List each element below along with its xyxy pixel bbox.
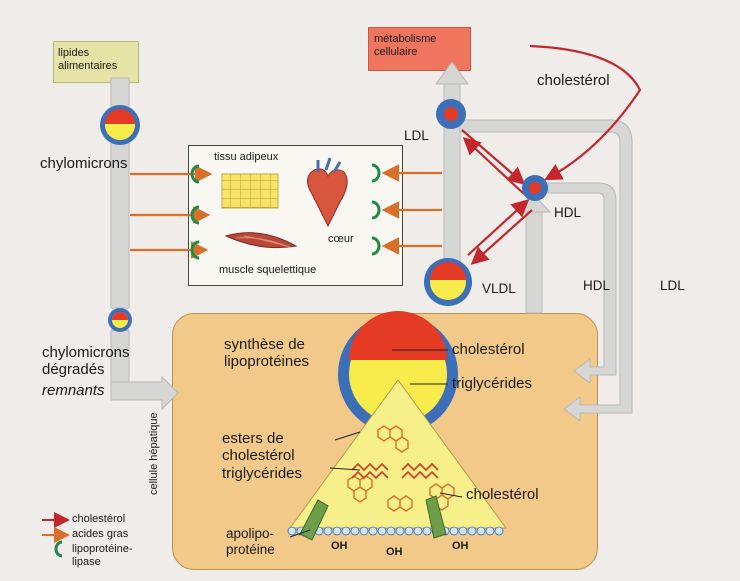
fatty-acid-arrows-right (381, 164, 442, 255)
membrane-bead (359, 526, 369, 536)
membrane-bead (287, 526, 297, 536)
membrane-bead (395, 526, 405, 536)
liver-cell-label: cellule hépatique (148, 412, 160, 495)
membrane-bead (341, 526, 351, 536)
legend-icons (42, 512, 70, 558)
legend-lipase: lipoprotéine- lipase (72, 543, 133, 568)
esters-label: esters de cholestérol triglycérides (222, 430, 303, 482)
membrane-bead (377, 526, 387, 536)
oh-label-1: OH (331, 540, 348, 552)
oh-label-3: OH (452, 540, 469, 552)
membrane-bead (458, 526, 468, 536)
skeletal-muscle-label: muscle squelettique (219, 264, 317, 276)
triglycerides-liver-label: triglycérides (452, 375, 533, 392)
cellular-metabolism-label: métabolisme cellulaire (374, 33, 437, 58)
membrane-bead (467, 526, 477, 536)
hdl-path-label: HDL (583, 278, 611, 293)
chylomicron-particle-top (100, 105, 140, 145)
ldl-path-label: LDL (660, 278, 685, 293)
chylomicrons-label: chylomicrons (40, 155, 128, 172)
dietary-lipids-box (53, 41, 139, 83)
membrane-bead (323, 526, 333, 536)
cholesterol-top-label: cholestérol (537, 72, 610, 89)
apolipoprotein-label: apolipo- protéine (226, 526, 275, 557)
oh-label-2: OH (386, 546, 403, 558)
membrane-bead (332, 526, 342, 536)
membrane-bead (404, 526, 414, 536)
dietary-lipids-label: lipides alimentaires (58, 47, 118, 72)
muscle-icon (224, 232, 298, 249)
cholesterol-arrows (461, 44, 642, 265)
heart-label: cœur (328, 233, 354, 245)
lipoprotein-synthesis-label: synthèse de lipoprotéines (224, 336, 310, 371)
cellular-metabolism-box (368, 27, 471, 71)
heart-icon (307, 157, 348, 228)
vldl-particle (424, 258, 472, 306)
membrane-bead (449, 526, 459, 536)
membrane-bead (494, 526, 504, 536)
fatty-acid-arrows-left (130, 165, 213, 259)
legend-fatty-acids: acides gras (72, 528, 129, 540)
adipose-tissue-label: tissu adipeux (214, 151, 279, 163)
membrane-bead (485, 526, 495, 536)
membrane-bead (350, 526, 360, 536)
membrane-bead (368, 526, 378, 536)
triglyceride-molecules (351, 462, 439, 480)
remnants-label: remnants (42, 382, 105, 399)
cholesterol-liver-label: cholestérol (452, 341, 525, 358)
membrane-bead (413, 526, 423, 536)
ldl-particle (436, 99, 466, 129)
pointer-lines (289, 349, 463, 538)
synthesized-lipoprotein (338, 311, 458, 434)
ldl-label: LDL (404, 128, 429, 143)
hdl-particle (522, 175, 548, 201)
membrane-bead (476, 526, 486, 536)
apolipoprotein-icons (299, 495, 447, 541)
membrane-bead (386, 526, 396, 536)
adipose-tissue-icon (221, 173, 279, 209)
peripheral-tissues-panel (188, 145, 403, 286)
degraded-chylomicrons-label: chylomicrons dégradés (42, 344, 130, 379)
vldl-label: VLDL (482, 281, 516, 296)
chylomicron-remnant-particle (108, 308, 132, 332)
cholesterol-molecule-label: cholestérol (466, 486, 539, 503)
hdl-label: HDL (554, 205, 582, 220)
legend-cholesterol: cholestérol (72, 513, 126, 525)
lipoprotein-lipase-icons (190, 163, 381, 260)
membrane-bead (422, 526, 432, 536)
